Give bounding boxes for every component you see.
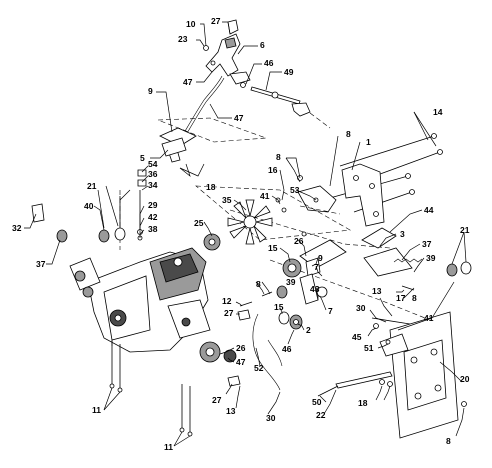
callout-label: 27 [212, 395, 222, 405]
callout-label: 54 [148, 159, 158, 169]
callout-label: 11 [164, 442, 173, 452]
bolts-11 [109, 340, 193, 437]
callout-label: 41 [424, 313, 434, 323]
callout-label: 12 [222, 296, 232, 306]
callout-label: 47 [236, 357, 246, 367]
spring-37 [393, 258, 423, 263]
callout-label: 26 [236, 343, 246, 353]
callout-label: 18 [206, 182, 216, 192]
callout-label: 44 [424, 205, 434, 215]
bracket-1 [341, 163, 385, 227]
callout-label: 41 [260, 191, 270, 201]
bracket-5 [161, 137, 187, 157]
callout-label: 15 [274, 302, 284, 312]
mounting-plate-20 [379, 311, 459, 439]
callout-label: 8 [446, 436, 451, 446]
callout-label: 7 [314, 262, 319, 272]
callout-label: 51 [364, 343, 374, 353]
callout-label: 13 [372, 286, 382, 296]
callout-label: 53 [290, 185, 300, 195]
right-washers [446, 261, 472, 277]
callout-label: 5 [140, 153, 145, 163]
callout-label: 23 [178, 34, 188, 44]
hoses [252, 313, 283, 391]
parts-artwork [31, 19, 472, 439]
callout-label: 10 [186, 19, 196, 29]
callout-label: 25 [194, 218, 204, 228]
transmission-housing [69, 247, 211, 353]
callout-label: 14 [433, 107, 443, 117]
callout-label: 7 [328, 306, 333, 316]
callout-label: 36 [148, 169, 158, 179]
callout-label: 46 [282, 344, 292, 354]
callout-label: 11 [92, 405, 101, 415]
callout-label: 21 [460, 225, 470, 235]
callout-label: 30 [266, 413, 276, 423]
callout-label: 45 [352, 332, 362, 342]
callout-label: 27 [224, 308, 234, 318]
callout-label: 22 [316, 410, 326, 420]
callout-label: 15 [268, 243, 278, 253]
callout-label: 20 [460, 374, 470, 384]
callout-label: 26 [294, 236, 304, 246]
callout-label: 47 [183, 77, 193, 87]
left-fittings [31, 196, 126, 243]
callout-label: 40 [84, 201, 94, 211]
callout-label: 3 [400, 229, 405, 239]
callout-label: 35 [222, 195, 232, 205]
linkage-rod [250, 86, 331, 129]
callout-label: 47 [234, 113, 244, 123]
callout-label: 43 [310, 284, 320, 294]
fittings-stack [137, 169, 147, 241]
plate-bolts [371, 285, 467, 407]
hub-26 [199, 341, 237, 363]
callout-label: 9 [318, 253, 323, 263]
callout-label: 50 [312, 397, 322, 407]
callout-label: 39 [426, 253, 436, 263]
hub-assembly [282, 257, 321, 278]
callout-label: 1 [366, 137, 371, 147]
callout-label: 52 [254, 363, 264, 373]
callout-label: 8 [256, 279, 261, 289]
leader-lines [24, 21, 467, 447]
arm-42 [299, 273, 328, 305]
callout-label: 27 [211, 16, 221, 26]
callout-label: 34 [148, 180, 158, 190]
control-lever-assembly [203, 19, 251, 88]
callout-label: 9 [148, 86, 153, 96]
callout-label: 37 [36, 259, 46, 269]
callout-label: 21 [87, 181, 97, 191]
callout-label: 8 [412, 293, 417, 303]
callout-label: 39 [286, 277, 296, 287]
callout-label: 8 [276, 152, 281, 162]
rod-49 [317, 371, 393, 397]
bracket-44 [361, 227, 413, 277]
callout-label: 6 [260, 40, 265, 50]
callout-label: 17 [396, 293, 406, 303]
callout-label: 8 [346, 129, 351, 139]
callout-labels: 10 27 23 6 46 47 49 9 47 5 14 1 8 8 16 5… [12, 16, 470, 452]
callout-label: 13 [226, 406, 236, 416]
callout-label: 18 [358, 398, 368, 408]
callout-label: 30 [356, 303, 366, 313]
callout-label: 16 [268, 165, 278, 175]
callout-label: 32 [12, 223, 22, 233]
callout-label: 29 [148, 200, 158, 210]
callout-label: 46 [264, 58, 274, 68]
pulley-25 [203, 233, 221, 251]
callout-label: 2 [306, 325, 311, 335]
cooling-fan [227, 199, 273, 245]
callout-label: 42 [148, 212, 158, 222]
callout-label: 37 [422, 239, 432, 249]
washers-mid [276, 285, 303, 330]
small-parts-27 [227, 309, 251, 387]
callout-label: 38 [148, 224, 158, 234]
callout-label: 49 [284, 67, 294, 77]
